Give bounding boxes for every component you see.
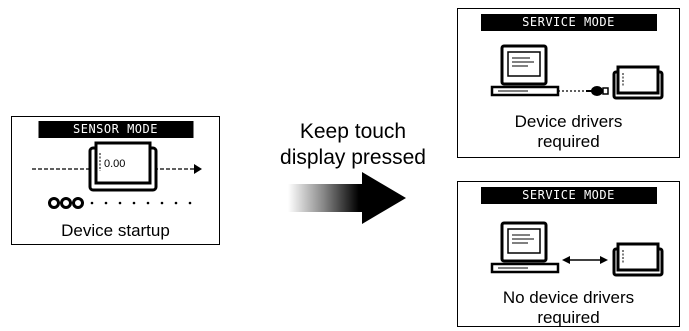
device-reading: 0.00 xyxy=(104,158,125,170)
caption-line-2: required xyxy=(537,308,600,327)
connection-graphic xyxy=(490,44,664,100)
caption-line-1: Device drivers xyxy=(514,112,623,131)
service-mode-panel-no-drivers: SERVICE MODE No device drivers required xyxy=(457,181,680,327)
computer-icon xyxy=(490,44,560,97)
connection-graphic xyxy=(490,221,664,277)
sensor-caption: Device startup xyxy=(61,221,170,240)
usb-plug-icon xyxy=(586,86,609,96)
startup-progress-indicator xyxy=(48,197,192,209)
panel-title: SERVICE MODE xyxy=(480,187,657,204)
instruction-line-1: Keep touch xyxy=(299,120,407,143)
caption-line-2: required xyxy=(537,132,600,151)
handheld-device-icon xyxy=(612,242,664,277)
right-arrow-icon xyxy=(288,172,406,224)
sensor-mode-panel: SENSOR MODE 0.00 Device startup xyxy=(11,116,220,245)
handheld-device-icon xyxy=(612,65,664,100)
handheld-device-icon: 0.00 xyxy=(88,141,158,192)
panel-title: SENSOR MODE xyxy=(38,121,193,138)
service-mode-panel-drivers: SERVICE MODE Device drivers required xyxy=(457,8,680,158)
panel-title: SERVICE MODE xyxy=(480,14,657,31)
computer-icon xyxy=(490,221,560,274)
caption-line-1: No device drivers xyxy=(502,288,635,307)
sensor-flow-graphic: 0.00 xyxy=(32,141,202,209)
double-arrow-icon xyxy=(562,256,608,264)
arrowhead-icon xyxy=(194,164,202,174)
instruction-line-2: display pressed xyxy=(280,146,426,169)
